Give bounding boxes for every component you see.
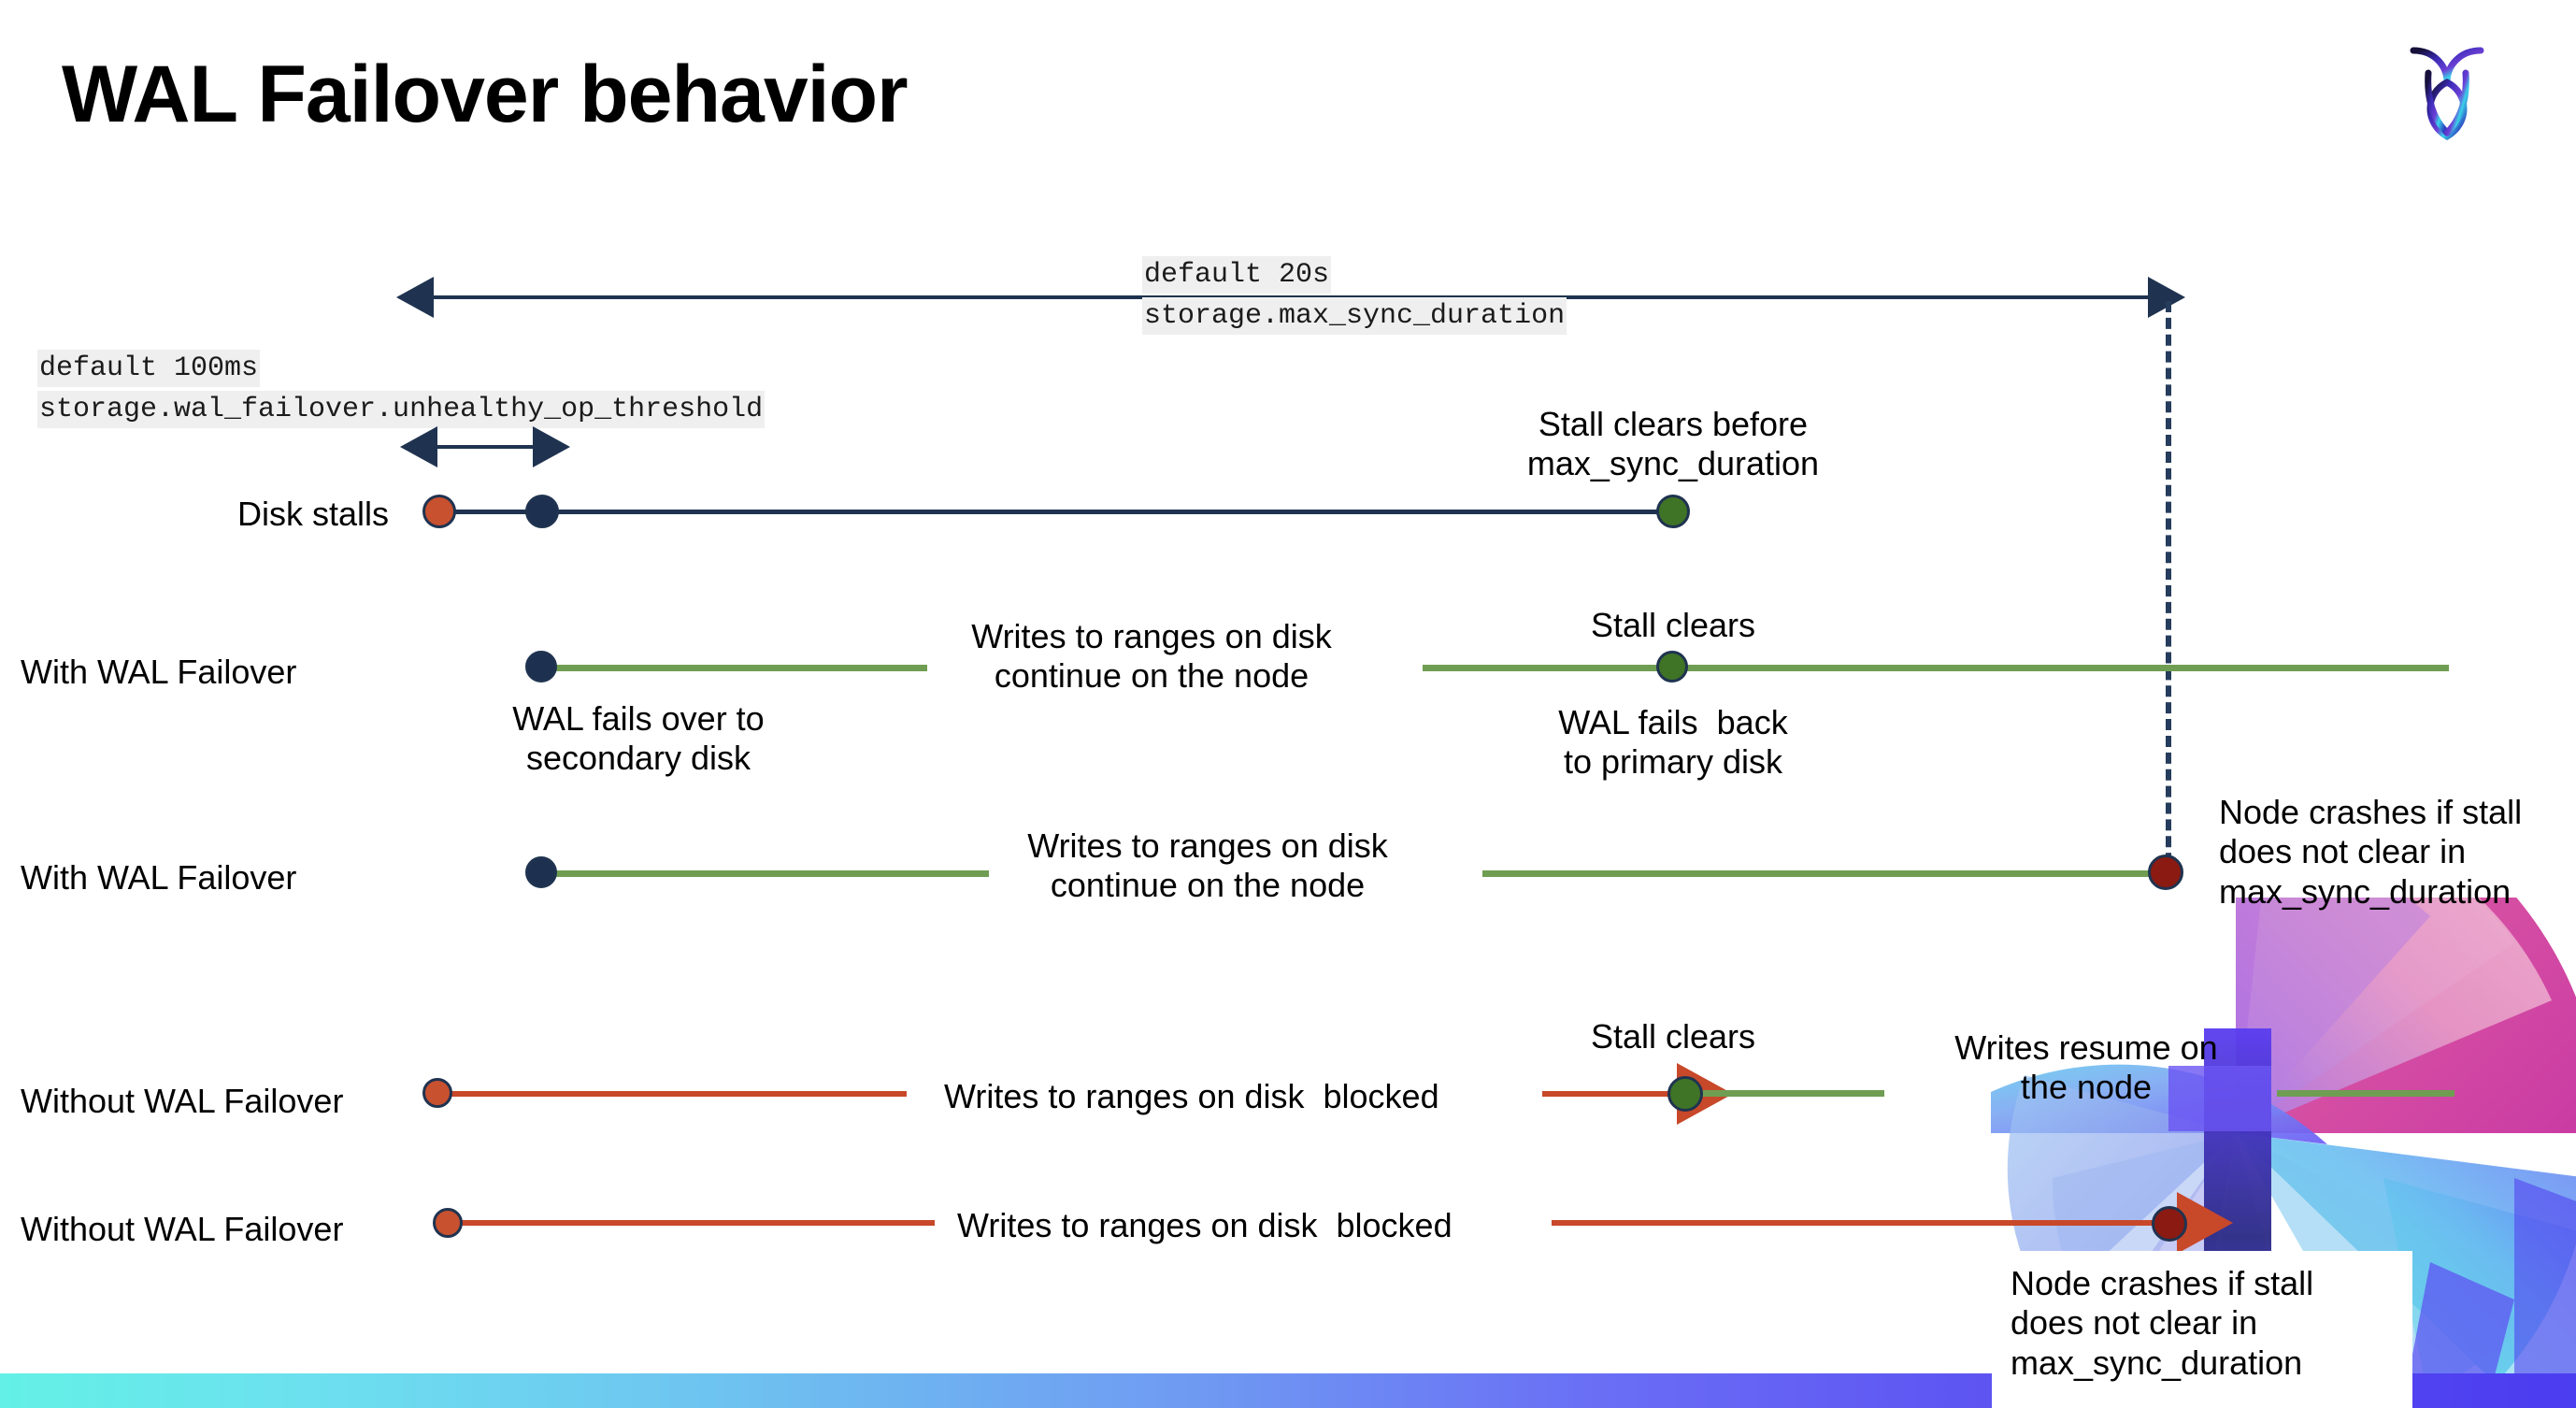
max-sync-duration-chip-line1: default 20s	[1142, 256, 1332, 295]
wal-failover-2-start-dot	[525, 856, 557, 888]
without-wal-failover-2-crash-dot	[2152, 1206, 2187, 1242]
without-wal-failover-1-start-dot	[422, 1078, 452, 1108]
note-node-crashes-1: Node crashes if stall does not clear in …	[2219, 793, 2523, 911]
wal-failover-1-start-dot	[525, 651, 557, 682]
disk-stalls-timeline	[439, 510, 1673, 514]
note-writes-blocked-1: Writes to ranges on disk blocked	[944, 1077, 1439, 1115]
max-sync-duration-dashed-guide	[2166, 301, 2171, 881]
disk-stalls-clear-dot	[1656, 495, 1690, 528]
row-label-with-wal-failover-1: With WAL Failover	[21, 653, 297, 691]
without-wal-failover-1-resume-segment-a	[1697, 1090, 1884, 1097]
note-writes-blocked-2: Writes to ranges on disk blocked	[957, 1206, 1453, 1244]
row-label-without-wal-failover-2: Without WAL Failover	[21, 1210, 344, 1248]
without-wal-failover-1-blocked-arrow	[439, 1063, 1733, 1125]
wal-failover-1-segment-b	[1423, 665, 2449, 671]
note-stall-clears-before-max-sync: Stall clears before max_sync_duration	[1526, 405, 1820, 483]
row-label-with-wal-failover-2: With WAL Failover	[21, 858, 297, 897]
max-sync-duration-chip-line2: storage.max_sync_duration	[1142, 297, 1567, 336]
unhealthy-op-threshold-chip-line1: default 100ms	[37, 350, 261, 388]
wal-failover-1-segment-a	[542, 665, 927, 671]
cockroachdb-logo-icon	[2385, 26, 2509, 150]
note-wal-fails-back: WAL fails back to primary disk	[1558, 703, 1788, 782]
unhealthy-op-threshold-span-arrow	[400, 426, 570, 467]
disk-stalls-start-dot	[422, 495, 456, 528]
node-crash-callout-box: Node crashes if stall does not clear in …	[1992, 1251, 2412, 1408]
page-title: WAL Failover behavior	[62, 50, 909, 139]
disk-stalls-failover-dot	[525, 495, 559, 528]
without-wal-failover-2-blocked-arrow	[449, 1192, 2233, 1254]
note-stall-clears-1: Stall clears	[1590, 606, 1756, 644]
row-label-without-wal-failover-1: Without WAL Failover	[21, 1082, 344, 1120]
row-label-disk-stalls: Disk stalls	[236, 495, 389, 533]
note-writes-continue-2: Writes to ranges on disk continue on the…	[1027, 826, 1388, 905]
note-node-crashes-2: Node crashes if stall does not clear in …	[2011, 1264, 2314, 1382]
note-wal-fails-over: WAL fails over to secondary disk	[512, 699, 765, 778]
wal-failover-2-segment-a	[542, 870, 989, 877]
without-wal-failover-1-resume-segment-b	[2277, 1090, 2454, 1097]
wal-failover-2-segment-b	[1482, 870, 2165, 877]
wal-failover-1-clear-dot	[1656, 651, 1688, 682]
note-writes-resume: Writes resume on the node	[1954, 1028, 2218, 1107]
without-wal-failover-2-start-dot	[433, 1208, 463, 1238]
unhealthy-op-threshold-chip-line2: storage.wal_failover.unhealthy_op_thresh…	[37, 391, 766, 429]
without-wal-failover-1-clear-dot	[1667, 1076, 1703, 1112]
note-writes-continue-1: Writes to ranges on disk continue on the…	[971, 617, 1332, 696]
note-stall-clears-2: Stall clears	[1590, 1017, 1756, 1056]
wal-failover-2-crash-dot	[2148, 855, 2183, 890]
